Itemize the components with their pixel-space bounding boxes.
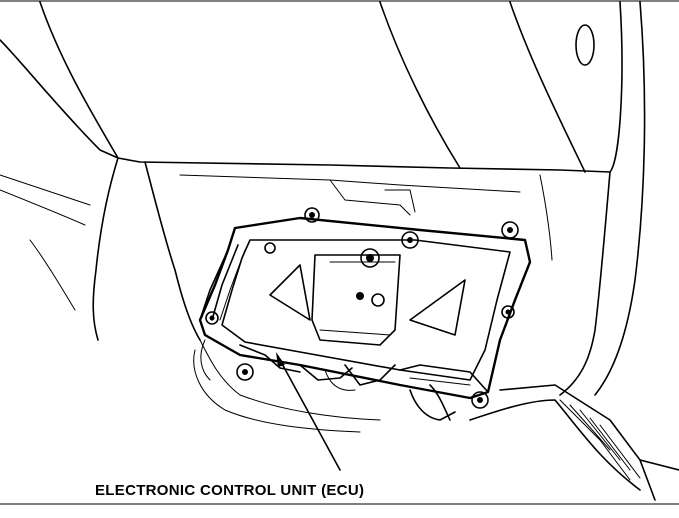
dashboard-underside [39,1,646,396]
bolt-icon [236,363,254,381]
bolt-icon [471,391,489,409]
bolt-icon [401,231,419,249]
bolt-icon [360,248,380,268]
arrowhead-icon [276,352,285,367]
bolt-icon [205,311,219,325]
vent-opening-icon [575,24,595,66]
recess-outline [144,161,553,433]
bolt-icon [501,221,519,239]
bolt-icon [304,207,320,223]
ecu-module-illustration [198,207,532,421]
kick-panel [0,39,119,341]
bolt-icon [501,305,515,319]
leader-line [279,359,341,471]
ecu-callout-label: ELECTRONIC CONTROL UNIT (ECU) [95,482,364,499]
bolt-icon [264,242,276,254]
callout-leader [276,352,341,471]
bolt-icon [371,293,385,307]
door-sill [469,384,679,501]
